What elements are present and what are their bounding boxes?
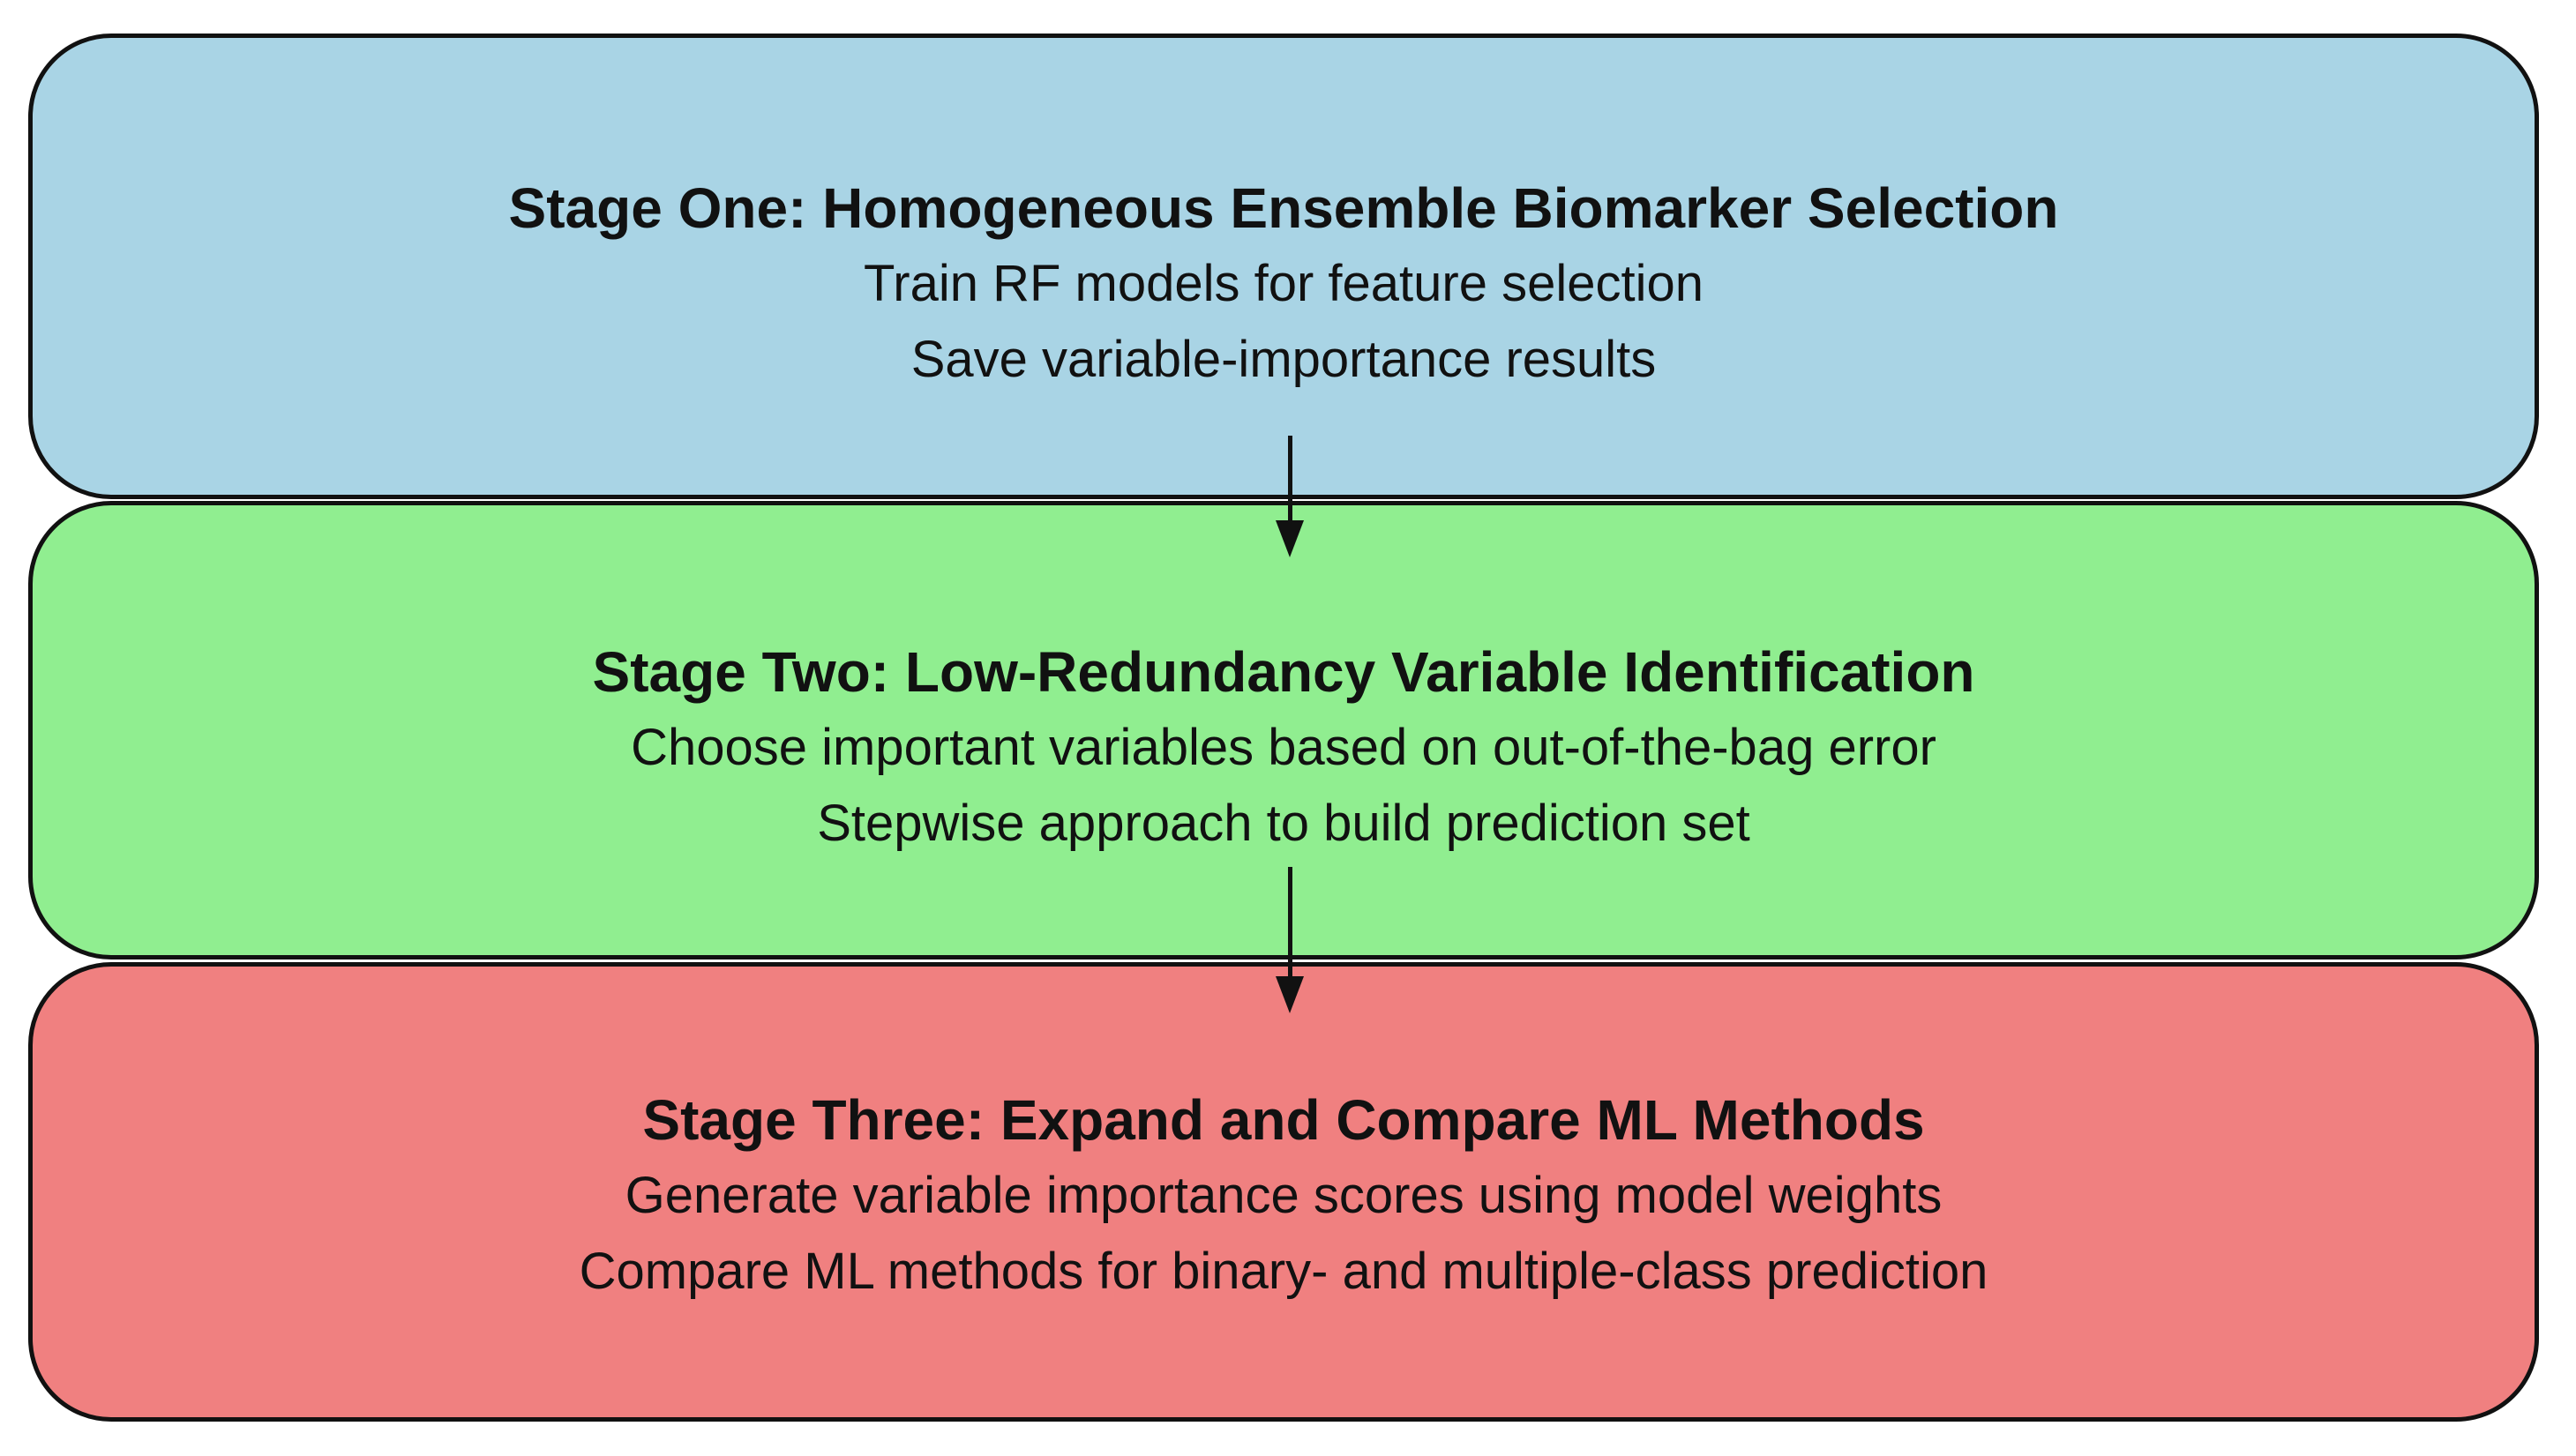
stage-three-box: Stage Three: Expand and Compare ML Metho… [28, 962, 2539, 1422]
stage-two-line-1: Choose important variables based on out-… [631, 719, 1936, 776]
stage-two-box: Stage Two: Low-Redundancy Variable Ident… [28, 501, 2539, 959]
stage-one-box: Stage One: Homogeneous Ensemble Biomarke… [28, 34, 2539, 499]
stage-two-line-2: Stepwise approach to build prediction se… [817, 795, 1750, 852]
stage-three-title: Stage Three: Expand and Compare ML Metho… [642, 1087, 1925, 1152]
stage-one-title: Stage One: Homogeneous Ensemble Biomarke… [508, 176, 2059, 240]
stage-one-line-2: Save variable-importance results [910, 331, 1657, 388]
stage-one-line-1: Train RF models for feature selection [863, 255, 1704, 312]
stage-three-line-2: Compare ML methods for binary- and multi… [579, 1242, 1988, 1300]
stage-two-title: Stage Two: Low-Redundancy Variable Ident… [592, 640, 1975, 704]
stage-three-line-1: Generate variable importance scores usin… [625, 1166, 1943, 1224]
